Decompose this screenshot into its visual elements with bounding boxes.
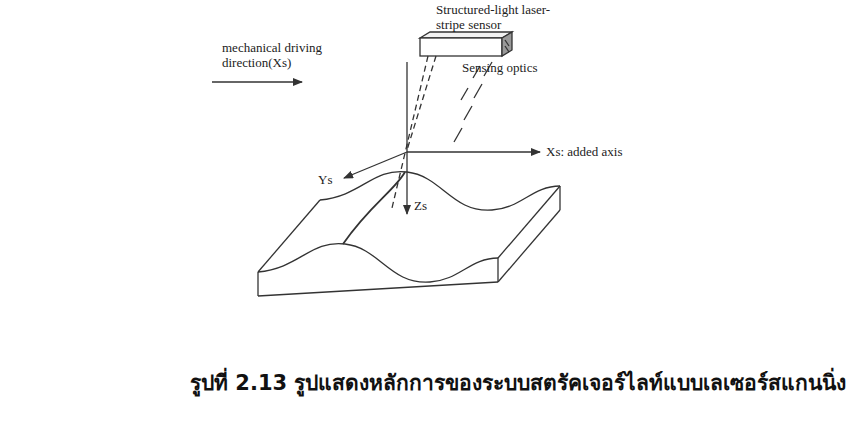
optics-label: Sensing optics <box>462 60 572 75</box>
direction-label: mechanical driving direction(Xs) <box>222 40 340 70</box>
figure-caption: รูปที่ 2.13 รูปแสดงหลักการของระบบสตรัคเจ… <box>190 370 846 396</box>
axis-label: Zs <box>414 198 444 213</box>
sensor-label: Structured-light laser-stripe sensor <box>436 2 558 32</box>
axis-label: Xs: added axis <box>546 144 666 159</box>
axis-label: Ys <box>318 172 348 187</box>
